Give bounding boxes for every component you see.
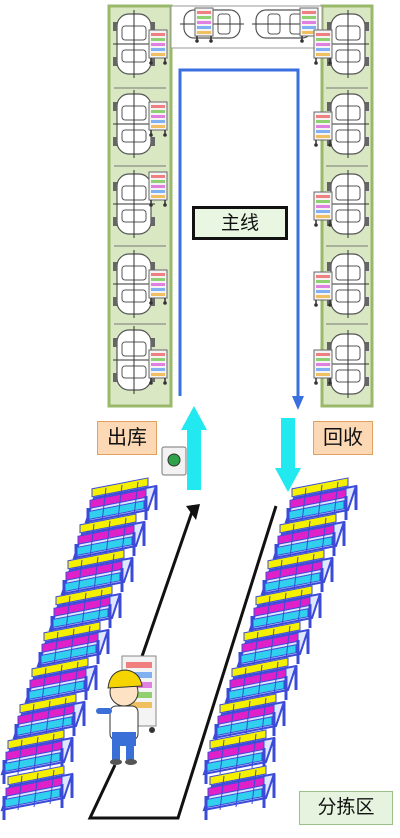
control-box-icon — [161, 446, 187, 476]
outbound-arrow-icon — [181, 406, 207, 490]
sorting-area-label: 分拣区 — [299, 791, 393, 825]
outbound-label: 出库 — [97, 421, 157, 455]
shelf-rack-icon — [0, 476, 358, 822]
main-line-label: 主线 — [192, 206, 288, 240]
main-route-arrow — [178, 68, 304, 410]
parts-cart-icon — [148, 7, 333, 386]
worker-icon — [96, 655, 157, 765]
recovery-label: 回收 — [313, 421, 373, 455]
recovery-arrow-icon — [275, 418, 301, 492]
